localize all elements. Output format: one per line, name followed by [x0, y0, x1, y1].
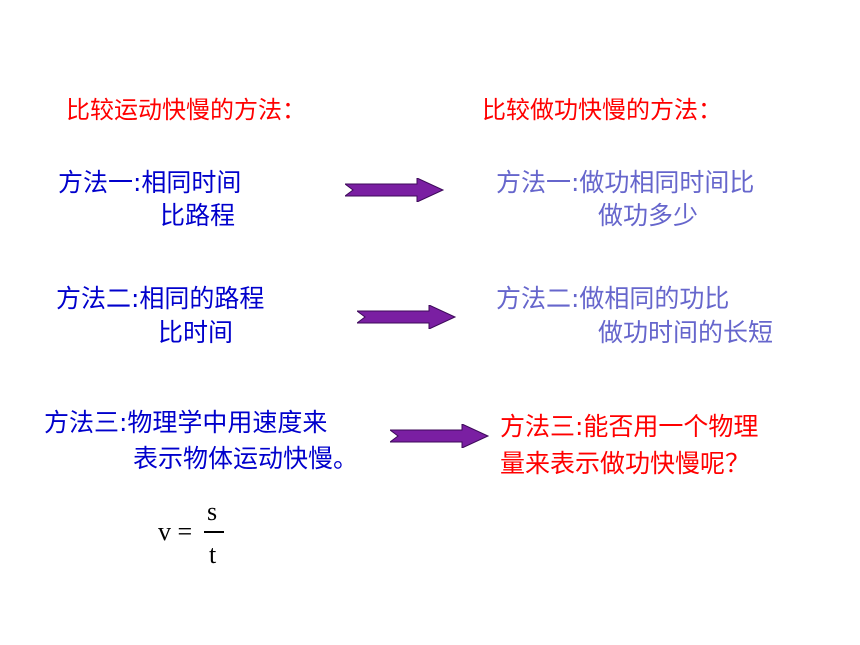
- left-method3-line2: 表示物体运动快慢。: [133, 444, 359, 473]
- right-arrow-icon: [390, 424, 490, 448]
- right-method2-line1: 方法二:做相同的功比: [496, 284, 730, 313]
- right-arrow-icon: [345, 178, 445, 202]
- left-method1-line2: 比路程: [160, 201, 236, 230]
- right-heading: 比较做功快慢的方法：: [482, 96, 722, 124]
- formula-numerator: s: [207, 497, 218, 526]
- right-arrow-icon: [357, 305, 457, 329]
- left-method2-line1: 方法二:相同的路程: [56, 284, 265, 313]
- formula-lhs: v =: [158, 517, 193, 546]
- right-method2-line2: 做功时间的长短: [598, 318, 774, 347]
- formula-denominator: t: [209, 540, 217, 569]
- fraction-bar: [204, 531, 224, 533]
- right-method1-line2: 做功多少: [598, 201, 699, 230]
- left-method2-line2: 比时间: [158, 318, 234, 347]
- left-method3-line1: 方法三:物理学中用速度来: [44, 408, 328, 437]
- right-method1-line1: 方法一:做功相同时间比: [496, 168, 755, 197]
- right-method3-line2: 量来表示做功快慢呢？: [500, 449, 751, 478]
- left-method1-line1: 方法一:相同时间: [58, 168, 242, 197]
- left-heading: 比较运动快慢的方法：: [66, 96, 306, 124]
- right-method3-line1: 方法三:能否用一个物理: [500, 412, 759, 441]
